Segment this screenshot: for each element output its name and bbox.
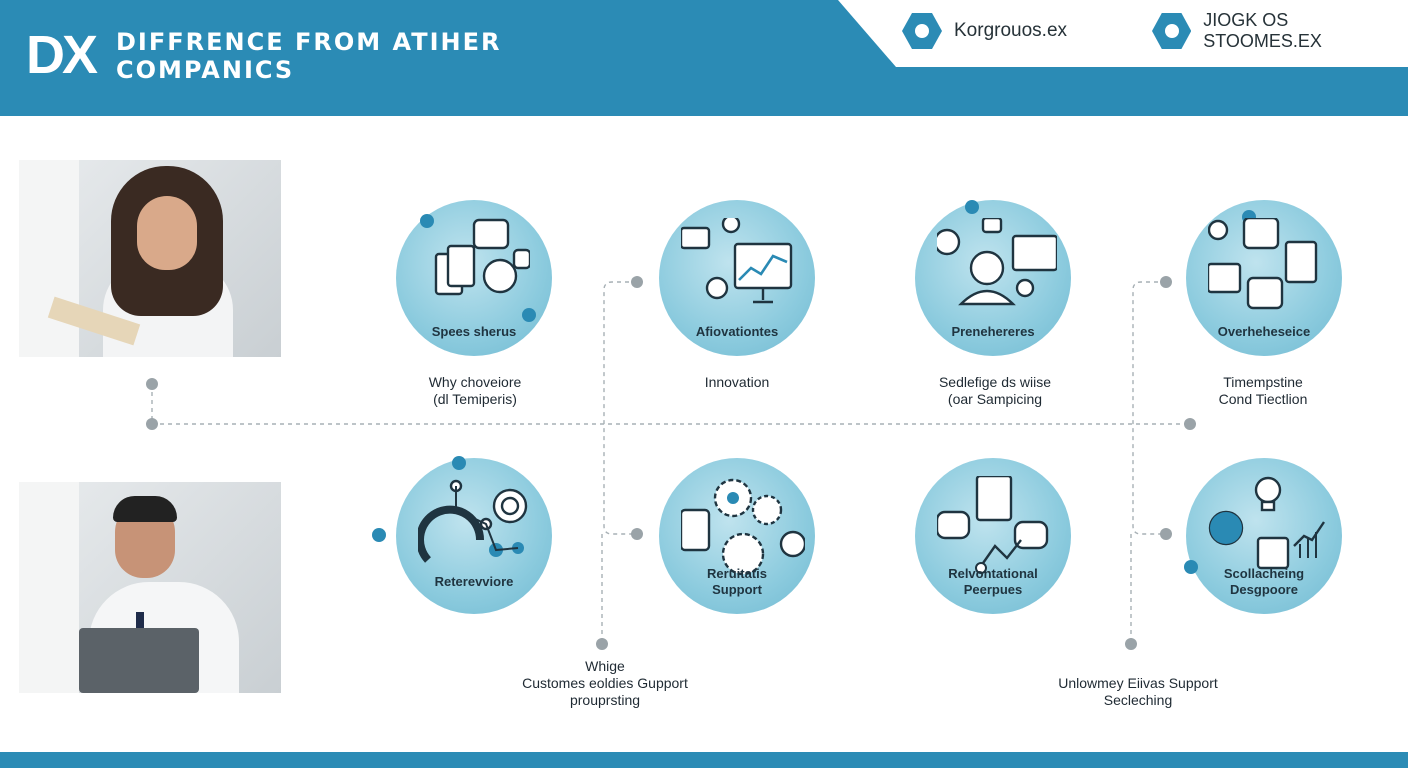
brand-right-text: JIOGK OS STOOMES.EX (1203, 10, 1322, 51)
page-title: DIFFRENCE FROM ATIHER COMPANICS (116, 28, 501, 84)
node-label: Reterevviore (434, 574, 514, 589)
accent-dot (420, 214, 434, 228)
brand-left[interactable]: Korgrouos.ex (902, 12, 1067, 50)
caption-innovation: Innovation (704, 374, 770, 390)
accent-dot (452, 456, 466, 470)
node-label: Overheheseice (1217, 324, 1311, 339)
timeline-dot (146, 418, 158, 430)
photo-woman-reading (19, 160, 281, 357)
timeline-dot (146, 378, 158, 390)
idea-chart-icon (1208, 476, 1325, 570)
hexagon-icon (1152, 13, 1192, 49)
node-reterevviore[interactable]: Reterevviore (372, 456, 552, 614)
documents-chat-icon (434, 218, 530, 296)
accent-dot (372, 528, 386, 542)
node-label: Afiovationtes (695, 324, 779, 339)
brand-right[interactable]: JIOGK OS STOOMES.EX (1152, 10, 1408, 51)
timeline-dot (1125, 638, 1137, 650)
timeline-dot (1160, 276, 1172, 288)
footer-bar (0, 752, 1408, 768)
bracket-right-upper (1132, 281, 1166, 535)
timeline-dot (1184, 418, 1196, 430)
node-spees-sherus[interactable]: Spees sherus (396, 200, 552, 356)
gears-ai-icon (681, 478, 805, 576)
chat-document-icon (937, 476, 1049, 574)
node-prenehereres[interactable]: Prenehereres (915, 200, 1071, 356)
dx-logo: DX (26, 25, 98, 85)
node-label: Prenehereres (951, 324, 1035, 339)
accent-dot (1184, 560, 1198, 574)
photo-man-laptop (19, 482, 281, 693)
node-overheheseice[interactable]: Overheheseice (1186, 200, 1342, 356)
caption-sedlefige: Sedlefige ds wiise(oar Sampicing (938, 374, 1052, 407)
devices-network-icon (1208, 218, 1318, 310)
network-target-icon (418, 479, 528, 563)
node-label: Spees sherus (431, 324, 517, 339)
caption-why-choveiore: Why choveiore(dl Temiperis) (428, 374, 522, 407)
accent-dot (522, 308, 536, 322)
accent-dot (965, 200, 979, 214)
analytics-monitor-icon (681, 218, 793, 304)
hexagon-icon (902, 13, 942, 49)
brand-left-text: Korgrouos.ex (954, 20, 1068, 41)
timeline-dot (631, 276, 643, 288)
title-line-1: DIFFRENCE FROM ATIHER (116, 28, 502, 56)
timeline-dot (631, 528, 643, 540)
timeline-dot (1160, 528, 1172, 540)
person-network-icon (937, 218, 1057, 306)
node-afiovationtes[interactable]: Afiovationtes (659, 200, 815, 356)
bracket-left-upper (603, 281, 637, 535)
timeline-dot (596, 638, 608, 650)
title-line-2: COMPANICS (116, 56, 295, 84)
